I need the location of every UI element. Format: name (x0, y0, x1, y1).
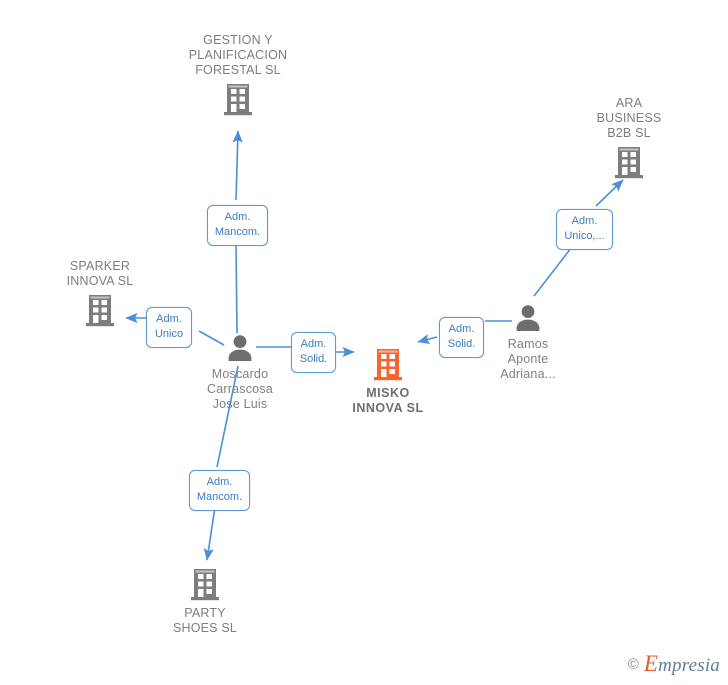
node-company-party-shoes[interactable]: PARTY SHOES SL (140, 568, 270, 636)
building-icon (35, 294, 165, 327)
brand-wordmark: Empresia (644, 651, 720, 677)
node-label: GESTION Y PLANIFICACION FORESTAL SL (188, 33, 288, 77)
node-label: MISKO INNOVA SL (352, 386, 424, 415)
watermark-empresia: © Empresia (628, 651, 720, 677)
building-icon (564, 146, 694, 179)
person-icon (463, 303, 593, 333)
brand-rest: mpresia (658, 655, 720, 676)
edge-chip-moscardo-gestion[interactable]: Adm. Mancom. (207, 205, 268, 246)
node-person-moscardo-carrascosa-jose-luis[interactable]: Moscardo Carrascosa Jose Luis (175, 333, 305, 412)
node-company-ara-business-b2b[interactable]: ARA BUSINESS B2B SL (564, 96, 694, 179)
node-company-gestion-y-planificacion-forestal[interactable]: GESTION Y PLANIFICACION FORESTAL SL (173, 33, 303, 116)
building-icon-focus (323, 348, 453, 381)
node-person-ramos-aponte-adriana[interactable]: Ramos Aponte Adriana... (463, 303, 593, 382)
node-label: SPARKER INNOVA SL (66, 259, 134, 288)
node-label: ARA BUSINESS B2B SL (596, 96, 662, 140)
edge-chip-ramos-misko[interactable]: Adm. Solid. (439, 317, 484, 358)
node-company-misko-innova[interactable]: MISKO INNOVA SL (323, 348, 453, 416)
edge-chip-moscardo-party[interactable]: Adm. Mancom. (189, 470, 250, 511)
node-label: Ramos Aponte Adriana... (500, 337, 556, 381)
edge-chip-moscardo-misko[interactable]: Adm. Solid. (291, 332, 336, 373)
node-label: PARTY SHOES SL (172, 606, 238, 635)
building-icon (173, 83, 303, 116)
building-icon (140, 568, 270, 601)
node-label: Moscardo Carrascosa Jose Luis (207, 367, 273, 411)
copyright-icon: © (627, 655, 639, 673)
edge-chip-ramos-ara[interactable]: Adm. Unico,... (556, 209, 613, 250)
person-icon (175, 333, 305, 363)
edge-chip-moscardo-sparker[interactable]: Adm. Unico (146, 307, 192, 348)
node-company-sparker-innova[interactable]: SPARKER INNOVA SL (35, 259, 165, 327)
brand-initial: E (643, 651, 659, 676)
